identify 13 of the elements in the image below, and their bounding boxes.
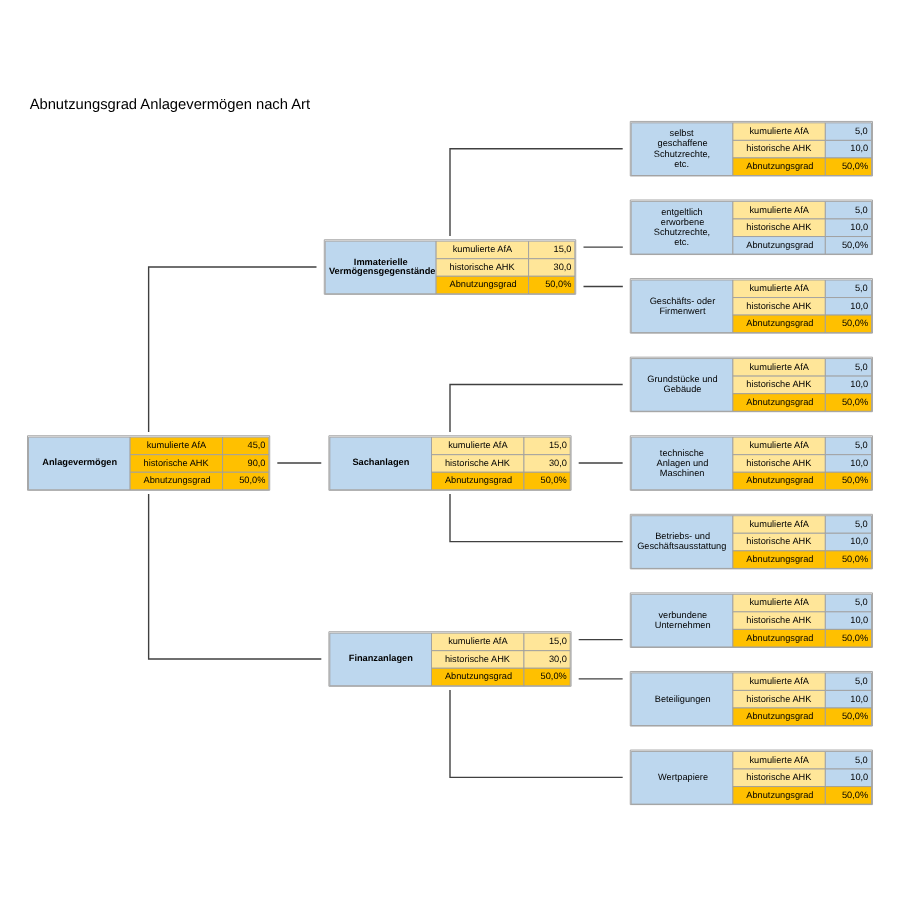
- connector: [449, 382, 624, 432]
- connector: [582, 284, 624, 287]
- connector: [449, 147, 624, 236]
- connector: [578, 461, 624, 463]
- connector: [147, 265, 318, 432]
- connector: [147, 492, 322, 659]
- connector: [578, 637, 624, 640]
- connector: [582, 245, 624, 247]
- diagram-title: Abnutzungsgrad Anlagevermögen nach Art: [29, 94, 311, 113]
- connector: [276, 461, 322, 463]
- connector: [578, 677, 624, 679]
- connector: [449, 492, 624, 542]
- connector: [449, 688, 624, 778]
